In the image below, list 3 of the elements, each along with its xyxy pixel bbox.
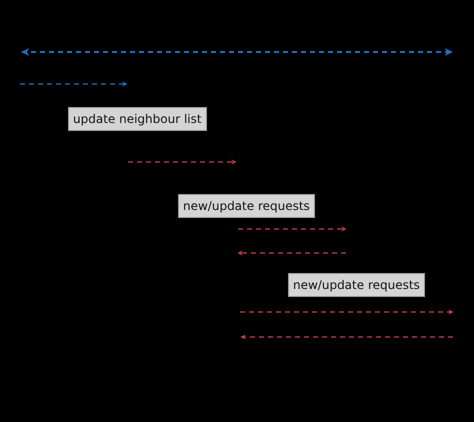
note-box: new/update requests xyxy=(288,273,425,297)
note-box: new/update requests xyxy=(178,194,315,218)
note-box: update neighbour list xyxy=(68,107,207,131)
